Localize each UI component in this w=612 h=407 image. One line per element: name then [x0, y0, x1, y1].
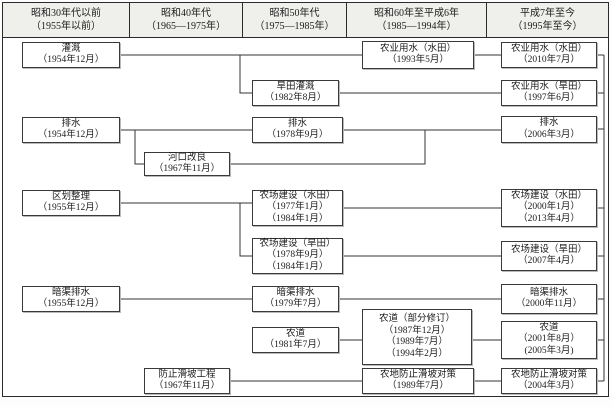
era-range: （1965—1975年） [146, 21, 226, 32]
node-farm-dry-2007: 农场建设（旱田） （2007年4月） [501, 241, 597, 271]
era-header-row: 昭和30年代以前 （1955年以前） 昭和40年代 （1965—1975年） 昭… [2, 2, 609, 38]
node-date: （2000年1月） [518, 202, 580, 213]
node-title: 暗渠排水 [51, 287, 90, 298]
node-date: （1954年12月） [37, 130, 105, 140]
era-column-showa50: 昭和50年代 （1975—1985年） [243, 3, 347, 37]
era-range: （1955年以前） [31, 21, 101, 32]
node-date: （1955年12月） [37, 299, 105, 309]
node-title: 河口改良 [167, 152, 206, 163]
node-date: （2004年3月） [518, 381, 580, 391]
node-title: 农业用水（水田） [510, 43, 587, 54]
node-title: 暗渠排水 [529, 287, 568, 298]
node-irrigation-1954: 灌溉 （1954年12月） [22, 42, 120, 68]
node-title: 农地防止滑坡对策 [379, 369, 456, 380]
node-subdrain-2000: 暗渠排水 （2000年11月） [501, 284, 597, 314]
node-date: （1955年12月） [37, 203, 105, 213]
node-title: 排水 [539, 118, 559, 128]
node-road-2001: 农道 （2001年8月） (2005年3月) [501, 321, 597, 359]
node-date: （1978年9月） [266, 250, 329, 261]
node-date: （2010年7月） [518, 55, 580, 65]
era-column-heisei7: 平成7年至今 （1995年至今） [487, 3, 608, 37]
node-agwater-dry-1997: 农业用水（旱田） （1997年6月） [501, 80, 597, 106]
node-date: （2001年8月） [518, 334, 580, 345]
era-column-showa60-heisei6: 昭和60年至平成6年 （1985—1994年） [347, 3, 487, 37]
node-landslide-works-1967: 防止滑坡工程 （1967年11月） [144, 368, 230, 394]
node-title: 农场建设（旱田） [510, 244, 587, 255]
node-date: （1967年11月） [153, 381, 221, 391]
node-title: 农道 [539, 322, 559, 333]
node-title: 农场建设（水田） [259, 190, 336, 201]
era-label: 平成7年至今 [520, 8, 575, 19]
node-road-1981: 农道 （1981年7月） [252, 327, 339, 353]
node-date: （1989年7月） [387, 381, 449, 391]
node-landslide-measures-1989: 农地防止滑坡对策 （1989年7月） [362, 368, 474, 394]
era-range: （1985—1994年） [376, 21, 457, 32]
node-title: 农业用水（水田） [379, 43, 456, 54]
era-label: 昭和30年代以前 [31, 8, 101, 19]
node-dryfield-irrigation-1982: 旱田灌溉 （1982年8月） [252, 80, 339, 106]
node-zoning-1955: 区划整理 （1955年12月） [22, 190, 120, 216]
node-date: （2000年11月） [515, 299, 583, 309]
node-title: 旱田灌溉 [276, 81, 315, 92]
node-date: （1982年8月） [264, 93, 327, 103]
node-title: 防止滑坡工程 [158, 369, 216, 380]
node-date: （1981年7月） [264, 340, 327, 350]
node-subdrain-1979: 暗渠排水 （1979年7月） [252, 286, 339, 312]
node-farm-paddy-1977: 农场建设（水田） （1977年1月） （1984年1月） [252, 190, 343, 226]
node-date: （1977年1月） [266, 202, 329, 213]
node-drainage-1978: 排水 （1978年9月） [252, 117, 343, 143]
node-date: （1978年9月） [266, 130, 329, 140]
node-farm-dry-1978: 农场建设（旱田） （1978年9月） （1984年1月） [252, 238, 343, 274]
node-farm-paddy-2000: 农场建设（水田） （2000年1月） （2013年4月） [501, 189, 597, 227]
era-label: 昭和60年至平成6年 [374, 8, 459, 19]
node-subdrain-1955: 暗渠排水 （1955年12月） [22, 286, 120, 312]
node-estuary-improvement-1967: 河口改良 （1967年11月） [144, 152, 230, 176]
node-date: （1994年2月） [386, 348, 448, 359]
node-title: 暗渠排水 [276, 287, 315, 298]
node-date: （2006年3月） [518, 129, 580, 140]
node-date: （1997年6月） [518, 93, 580, 103]
era-label: 昭和50年代 [269, 8, 320, 19]
node-date: （1954年12月） [37, 55, 105, 65]
node-landslide-measures-2004: 农地防止滑坡对策 （2004年3月） [501, 368, 597, 394]
node-date: （1989年7月） [386, 337, 448, 347]
node-road-partial-rev-1987: 农道（部分修订） （1987年12月） （1989年7月） （1994年2月） [362, 309, 472, 365]
node-date: （1987年12月） [383, 325, 451, 336]
node-drainage-2006: 排水 （2006年3月） [501, 116, 597, 143]
node-title: 农道 [285, 328, 305, 339]
node-date: （1993年5月） [387, 55, 449, 65]
node-title: 农业用水（旱田） [510, 81, 587, 92]
node-drainage-1954: 排水 （1954年12月） [22, 117, 120, 143]
node-date: （2013年4月） [518, 213, 580, 224]
era-column-showa30: 昭和30年代以前 （1955年以前） [3, 3, 130, 37]
node-title: 区划整理 [51, 191, 90, 202]
node-date: （1984年1月） [266, 261, 329, 272]
node-title: 农场建设（水田） [510, 190, 587, 201]
node-title: 排水 [61, 118, 81, 129]
node-title: 农场建设（旱田） [259, 238, 336, 249]
node-agwater-paddy-2010: 农业用水（水田） （2010年7月） [501, 42, 597, 68]
node-date: （1967年11月） [153, 164, 221, 174]
node-title: 灌溉 [61, 43, 81, 54]
node-title: 排水 [287, 118, 307, 129]
era-range: （1995年至今） [512, 21, 583, 32]
node-date: （2007年4月） [518, 256, 580, 266]
node-date: (2005年3月) [524, 345, 574, 356]
era-range: （1975—1985年） [254, 21, 335, 32]
node-date: （1984年1月） [266, 213, 329, 224]
node-date: （1979年7月） [264, 299, 327, 309]
era-column-showa40: 昭和40年代 （1965—1975年） [130, 3, 243, 37]
node-title: 农地防止滑坡对策 [510, 369, 587, 380]
node-title: 农道（部分修订） [378, 314, 455, 324]
node-agwater-paddy-1993: 农业用水（水田） （1993年5月） [362, 41, 474, 69]
era-label: 昭和40年代 [161, 8, 211, 19]
